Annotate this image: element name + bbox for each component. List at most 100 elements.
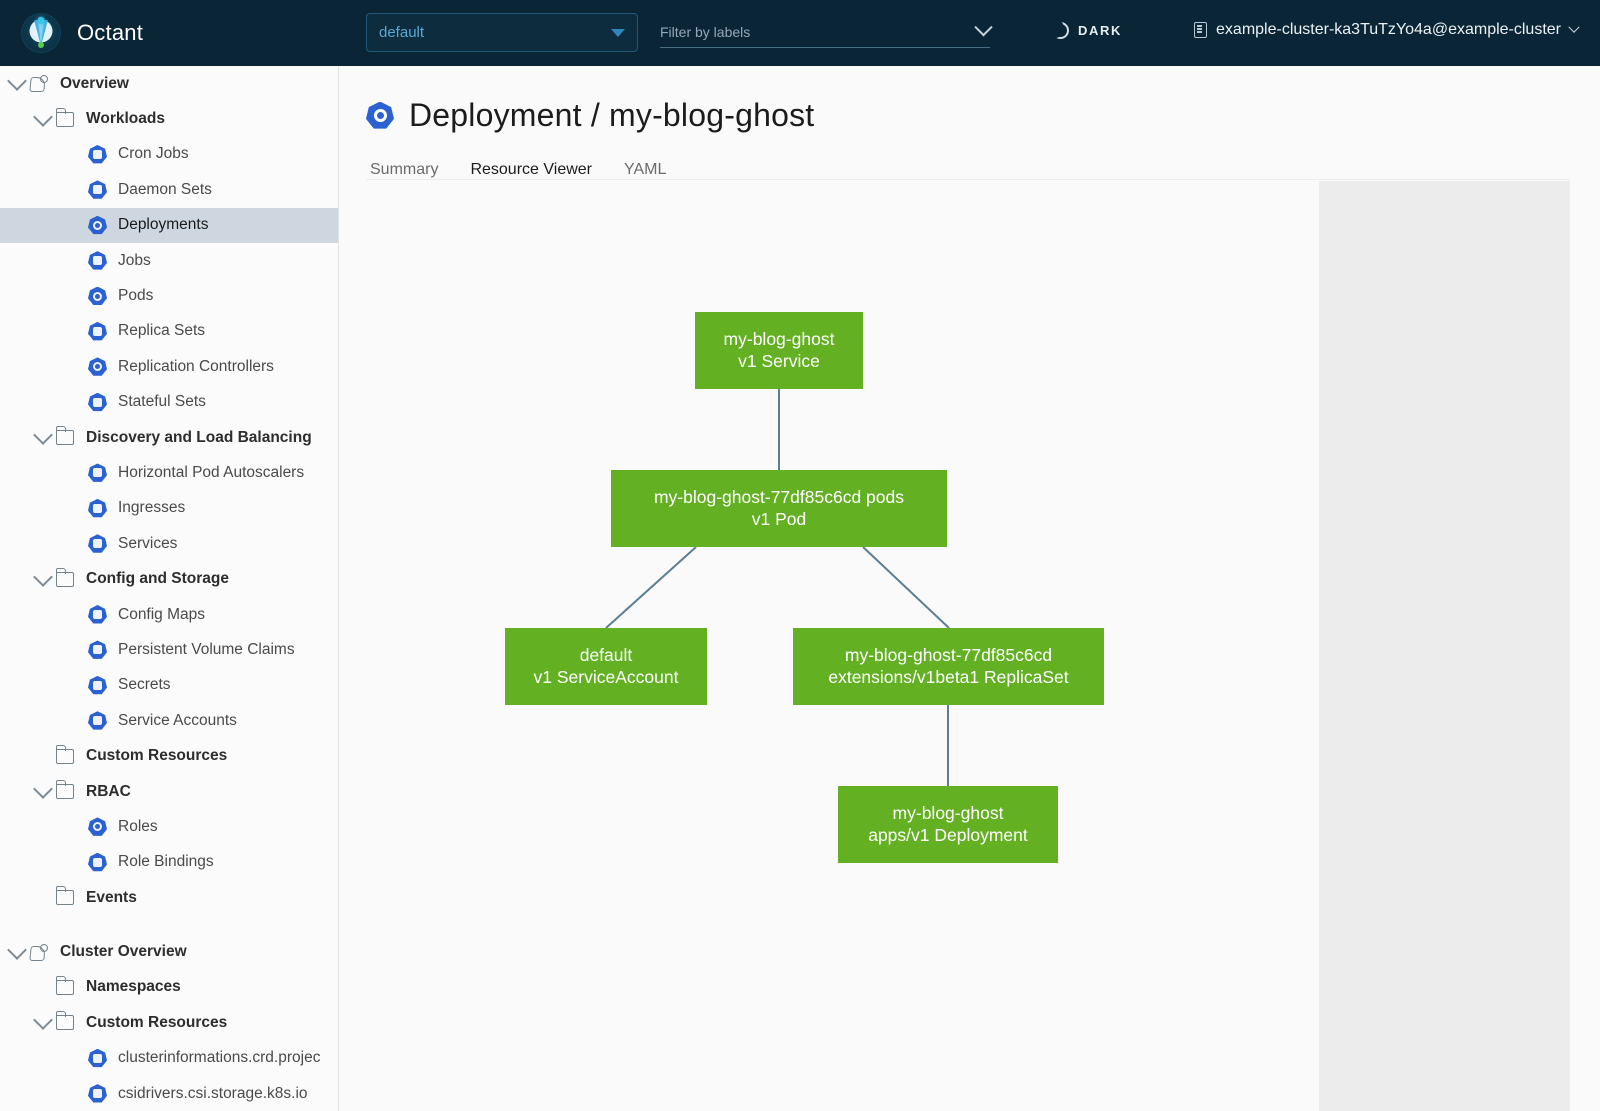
k8s-daemonset-icon [88,180,118,199]
sidebar-item-pods[interactable]: Pods [0,278,338,313]
nav-spacer [0,915,338,934]
sidebar-item-label: Services [118,534,178,552]
k8s-crd-icon [88,1084,118,1103]
chevron-down-icon[interactable] [30,425,56,445]
sidebar-item-label: Events [86,888,137,906]
k8s-pod-icon [88,286,118,306]
k8s-deployment-icon [366,101,394,129]
sidebar-item-overview[interactable]: Overview [0,66,338,101]
graph-edge [605,546,697,629]
sidebar-item-events[interactable]: Events [0,880,338,915]
overview-icon [30,75,60,92]
folder-icon [55,780,86,799]
sidebar-item-cron-jobs[interactable]: Cron Jobs [0,137,338,172]
sidebar-item-namespaces[interactable]: Namespaces [0,970,338,1005]
tab-summary[interactable]: Summary [370,161,439,178]
sidebar-item-config-maps[interactable]: Config Maps [0,597,338,632]
chevron-down-icon[interactable] [4,71,30,92]
chevron-down-icon[interactable] [30,106,56,127]
sidebar-item-replication-controllers[interactable]: Replication Controllers [0,349,338,384]
sidebar-item-label: Daemon Sets [118,180,212,198]
sidebar-item-label: Roles [118,817,158,835]
k8s-role-icon [88,817,118,836]
brand-name: Octant [77,20,144,45]
cluster-icon [1194,22,1208,38]
graph-node-kind: apps/v1 Deployment [868,824,1028,845]
chevron-down-icon[interactable] [30,1010,56,1031]
sidebar-item-label: Persistent Volume Claims [118,640,295,658]
chevron-down-icon[interactable] [30,566,56,587]
k8s-crd-icon [88,1048,118,1068]
label-filter-input[interactable]: Filter by labels [660,16,993,48]
sidebar-item-label: csidrivers.csi.storage.k8s.io [118,1084,308,1102]
sidebar-item-stateful-sets[interactable]: Stateful Sets [0,385,338,420]
graph-node-kind: v1 Service [738,350,820,371]
cluster-select[interactable]: example-cluster-ka3TuTzYo4a@example-clus… [1194,21,1580,39]
sidebar-item-secrets[interactable]: Secrets [0,668,338,703]
chevron-down-icon [611,28,625,37]
sidebar-item-clusterinformations-crd-projec[interactable]: clusterinformations.crd.projec [0,1041,338,1076]
graph-node-name: my-blog-ghost [723,328,835,349]
sidebar-item-label: Cron Jobs [118,145,189,163]
chevron-down-icon [1568,21,1580,33]
sidebar-item-persistent-volume-claims[interactable]: Persistent Volume Claims [0,632,338,667]
chevron-down-icon[interactable] [4,939,30,960]
sidebar-item-discovery-and-load-balancing[interactable]: Discovery and Load Balancing [0,420,338,455]
cluster-select-value: example-cluster-ka3TuTzYo4a@example-clus… [1216,21,1561,38]
folder-icon [55,567,86,587]
sidebar-item-roles[interactable]: Roles [0,809,338,844]
graph-node-kind: v1 Pod [751,508,807,529]
k8s-rc-icon [88,357,118,376]
sidebar-item-horizontal-pod-autoscalers[interactable]: Horizontal Pod Autoscalers [0,455,338,490]
sidebar-item-label: Replica Sets [118,322,206,340]
folder-icon [55,975,86,995]
sidebar-item-role-bindings[interactable]: Role Bindings [0,845,338,880]
sidebar-item-custom-resources[interactable]: Custom Resources [0,738,338,773]
sidebar-item-custom-resources[interactable]: Custom Resources [0,1005,338,1040]
sidebar-item-label: Custom Resources [86,1013,228,1031]
label-filter-placeholder: Filter by labels [660,23,751,40]
sidebar-item-cluster-overview[interactable]: Cluster Overview [0,934,338,969]
folder-icon [55,426,86,446]
sidebar-item-jobs[interactable]: Jobs [0,243,338,278]
namespace-select[interactable]: default [366,13,638,52]
k8s-deployment-icon [88,215,118,235]
sidebar-item-service-accounts[interactable]: Service Accounts [0,703,338,738]
sidebar-item-daemon-sets[interactable]: Daemon Sets [0,172,338,207]
sidebar-item-workloads[interactable]: Workloads [0,101,338,136]
k8s-cronjob-icon [88,144,118,164]
k8s-service-icon [88,534,118,553]
sidebar-item-label: clusterinformations.crd.projec [118,1049,321,1067]
sidebar-item-label: Stateful Sets [118,393,206,411]
sidebar-item-rbac[interactable]: RBAC [0,774,338,809]
folder-icon [55,886,86,906]
sidebar-item-services[interactable]: Services [0,526,338,561]
sidebar-item-deployments[interactable]: Deployments [0,207,338,243]
tab-yaml[interactable]: YAML [624,161,667,178]
sidebar-item-label: Service Accounts [118,711,237,729]
dark-theme-toggle[interactable]: DARK [1047,19,1122,39]
chevron-down-icon[interactable] [30,779,56,799]
sidebar-item-label: Horizontal Pod Autoscalers [118,463,305,481]
graph-node-name: default [579,644,633,665]
sidebar-item-csidrivers-csi-storage-k8s-io[interactable]: csidrivers.csi.storage.k8s.io [0,1076,338,1111]
sidebar-item-replica-sets[interactable]: Replica Sets [0,314,338,349]
sidebar-item-label: Pods [118,287,154,305]
folder-icon [55,1011,86,1031]
overview-icon [30,943,60,961]
sidebar-item-label: RBAC [86,782,131,800]
sidebar-item-ingresses[interactable]: Ingresses [0,491,338,526]
k8s-job-icon [88,251,118,270]
graph-node-name: my-blog-ghost-77df85c6cd pods [653,486,904,507]
folder-icon [55,107,86,127]
folder-icon [55,744,86,764]
sidebar-item-config-and-storage[interactable]: Config and Storage [0,561,338,596]
sidebar-item-label: Workloads [86,110,165,128]
